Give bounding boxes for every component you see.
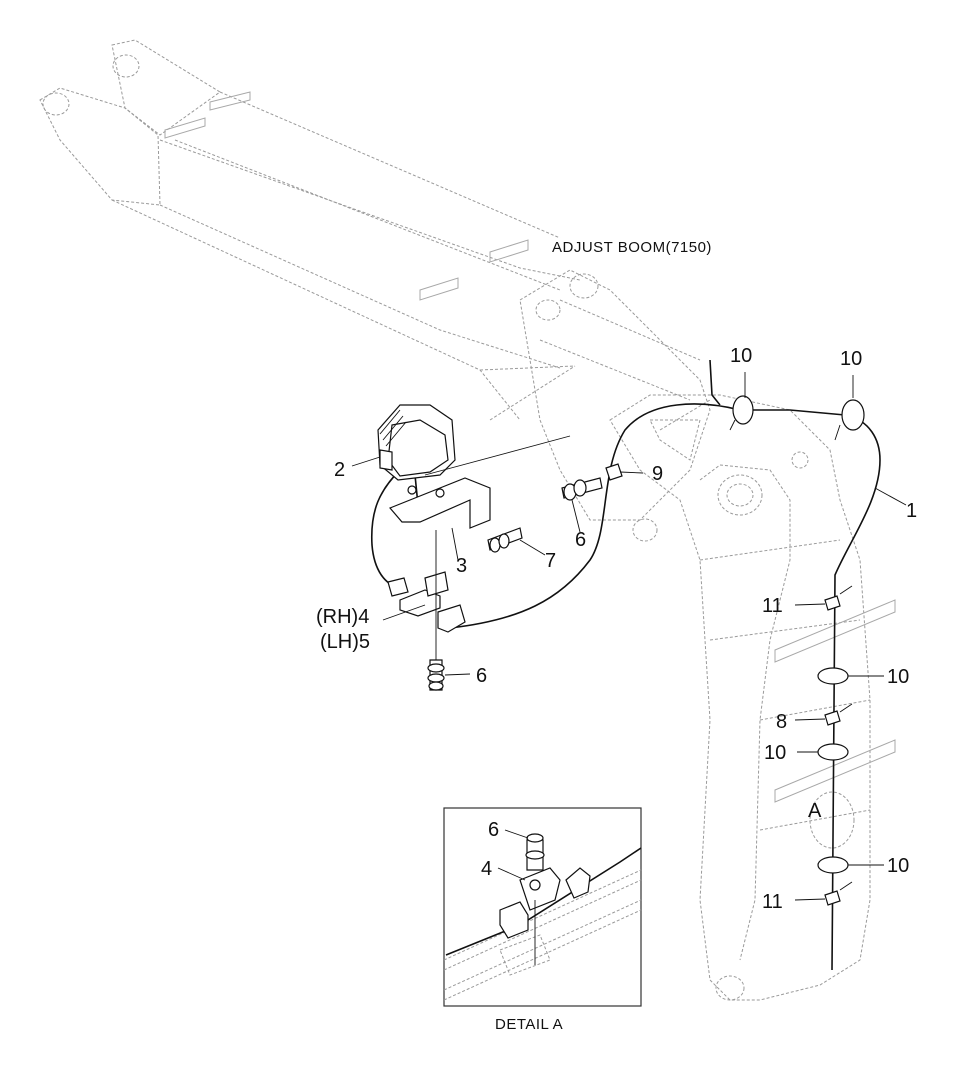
callout-10-top-right: 10 — [840, 348, 862, 370]
callout-4-rh: (RH)4 — [316, 606, 369, 628]
callout-2: 2 — [334, 459, 345, 481]
detail-a-marker: A — [808, 800, 822, 822]
callout-7: 7 — [545, 550, 556, 572]
callout-9: 9 — [652, 463, 663, 485]
boom-ghost — [39, 39, 711, 542]
lamp-bracket — [388, 435, 571, 529]
callout-10-mid-left: 10 — [764, 742, 786, 764]
detail-callout-6: 6 — [488, 819, 499, 841]
callout-6-upper: 6 — [575, 529, 586, 551]
callout-10-mid-right: 10 — [887, 666, 909, 688]
callout-6-lower: 6 — [476, 665, 487, 687]
callout-11-upper: 11 — [762, 595, 783, 617]
callout-1: 1 — [906, 500, 917, 522]
fasteners — [427, 463, 623, 691]
work-lamp — [377, 404, 456, 481]
callout-8: 8 — [776, 711, 787, 733]
callout-leaders — [351, 372, 907, 901]
detail-callout-4: 4 — [481, 858, 492, 880]
clamps — [729, 395, 865, 906]
callout-5-lh: (LH)5 — [320, 631, 370, 653]
detail-a-caption: DETAIL A — [495, 1016, 563, 1033]
connector-brackets — [387, 530, 466, 660]
callout-10-top-left: 10 — [730, 345, 752, 367]
callout-3: 3 — [456, 555, 467, 577]
arm-ghost — [609, 394, 896, 1001]
callout-11-lower: 11 — [762, 891, 783, 913]
detail-a-panel — [443, 807, 642, 1007]
adjust-boom-caption: ADJUST BOOM(7150) — [552, 239, 712, 256]
callout-10-bottom-right: 10 — [887, 855, 909, 877]
